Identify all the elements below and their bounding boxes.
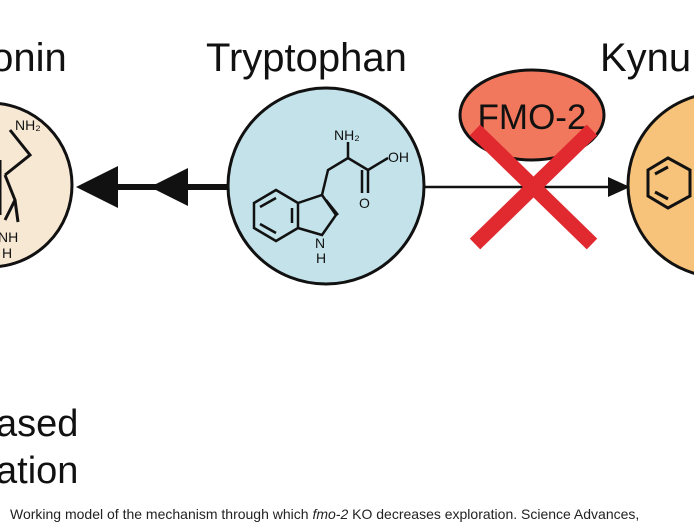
serotonin-title: tonin [0, 36, 67, 80]
serotonin-nh-label: NH [0, 229, 18, 245]
kynurenine-node [626, 95, 694, 275]
tryptophan-amine-label: NH₂ [334, 127, 360, 143]
fmo2-label: FMO-2 [478, 98, 587, 137]
serotonin-amine-label: NH₂ [15, 117, 41, 133]
kynurenine-title: Kynu [600, 36, 692, 80]
arrow-to-serotonin [76, 166, 230, 208]
caption-gene: fmo-2 [312, 506, 349, 522]
serotonin-h-label: H [2, 245, 12, 261]
knockout-cross [469, 124, 598, 250]
tryptophan-n-label: N [315, 235, 325, 251]
fmo2-enzyme [458, 68, 606, 162]
kynurenine-structure [646, 156, 692, 210]
caption-before: Working model of the mechanism through w… [10, 506, 313, 522]
outcome-line-2: ation [0, 450, 79, 492]
tryptophan-h-label: H [316, 250, 326, 266]
pathway-diagram: NH₂ NH H NH₂ OH O [0, 36, 694, 492]
outcome-line-1: ased [0, 403, 79, 445]
tryptophan-title: Tryptophan [206, 36, 407, 80]
tryptophan-structure [252, 142, 389, 243]
serotonin-structure [0, 129, 33, 223]
figure-caption: Working model of the mechanism through w… [0, 500, 694, 532]
tryptophan-hydroxyl-label: OH [388, 149, 409, 165]
tryptophan-oxygen-label: O [359, 195, 370, 211]
serotonin-node [0, 102, 74, 268]
arrow-to-kynurenine [424, 177, 630, 197]
caption-after: KO decreases exploration. Science Advanc… [348, 506, 640, 522]
